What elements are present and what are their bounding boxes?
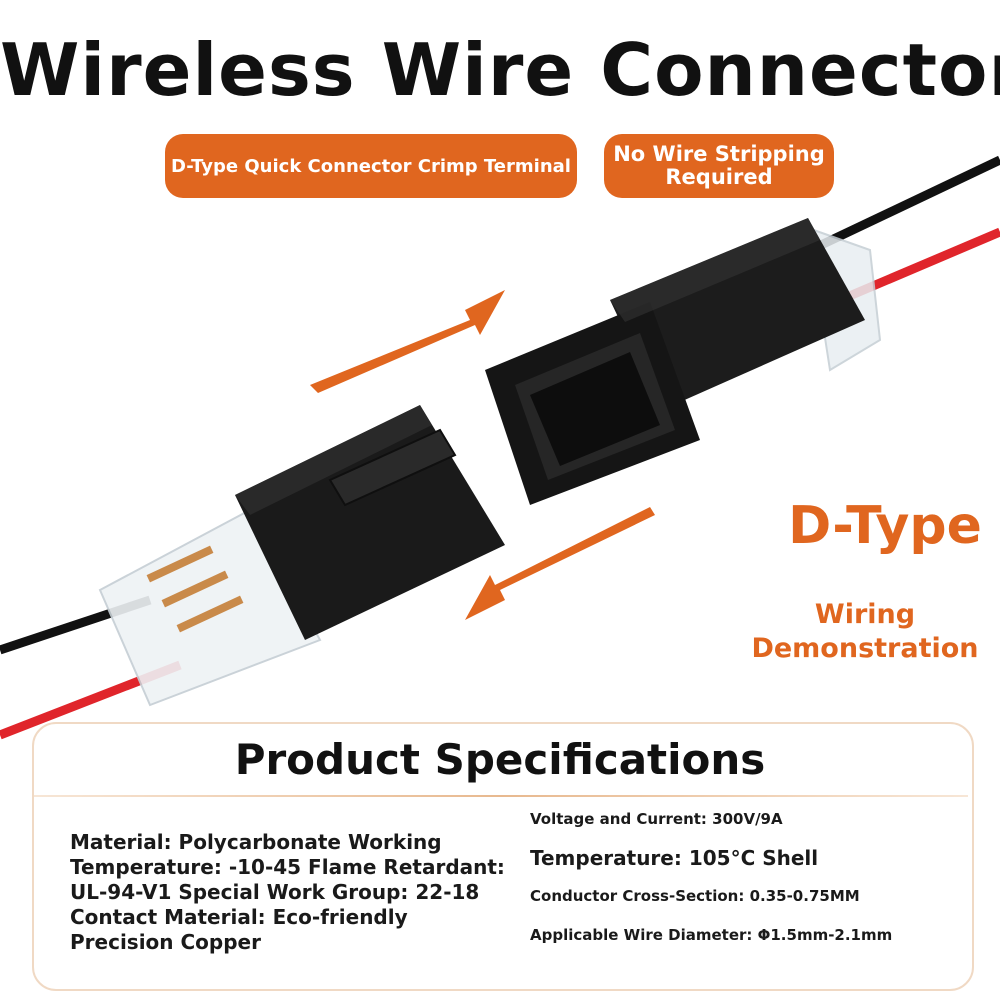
arrow-down-left xyxy=(465,507,655,620)
wiring-demo-label: Wiring Demonstration xyxy=(751,599,979,664)
spec-voltage: Voltage and Current: 300V/9A xyxy=(530,810,783,828)
spec-material-text: Material: Polycarbonate Working Temperat… xyxy=(70,830,505,954)
connector-left xyxy=(98,405,505,707)
arrow-up-right xyxy=(310,290,505,393)
feature-badge-no-stripping: No Wire Stripping Required xyxy=(604,134,834,198)
d-type-label: D-Type xyxy=(788,496,982,556)
spec-divider xyxy=(34,795,968,797)
spec-title: Product Specifications xyxy=(234,735,766,784)
spec-wire-diameter: Applicable Wire Diameter: Φ1.5mm-2.1mm xyxy=(530,926,893,944)
spec-cross-section: Conductor Cross-Section: 0.35-0.75MM xyxy=(530,887,860,905)
spec-temperature: Temperature: 105°C Shell xyxy=(530,846,819,870)
page-title: Wireless Wire Connector xyxy=(0,28,1000,112)
feature-badge-label: D-Type Quick Connector Crimp Terminal xyxy=(171,155,571,177)
feature-badge-label: No Wire Stripping Required xyxy=(613,142,825,189)
connector-right xyxy=(485,218,882,505)
feature-badge-connector: D-Type Quick Connector Crimp Terminal xyxy=(165,134,577,198)
spec-panel xyxy=(32,722,974,991)
